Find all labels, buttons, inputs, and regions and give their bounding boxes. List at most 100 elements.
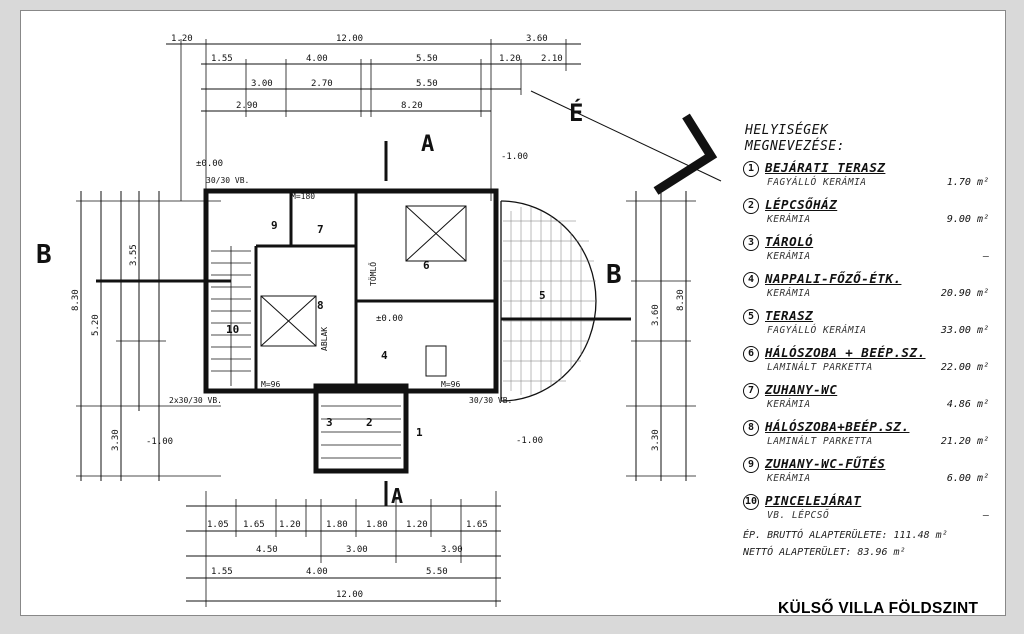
dimension-label: 2.70: [311, 79, 333, 89]
exterior-wall: [203, 188, 499, 394]
area-totals: ÉP. BRUTTÓ ALAPTERÜLETE: 111.48 m² NETTÓ…: [743, 527, 948, 561]
dimension-label: 2.10: [541, 54, 563, 64]
level-marker: -1.00: [516, 436, 543, 446]
room-area: 20.90 m²: [940, 288, 989, 299]
dimension-label: 1.80: [366, 520, 388, 530]
room-tag: 3: [326, 416, 333, 429]
room-tag: 7: [317, 223, 324, 236]
room-area: 33.00 m²: [940, 325, 989, 336]
section-letter: A: [391, 484, 403, 508]
room-tag: 6: [423, 259, 430, 272]
floor-label: TÖMLŐ: [368, 262, 378, 286]
room-number: 1: [743, 161, 759, 177]
legend-row: 4 NAPPALI-FŐZŐ-ÉTK. KERÁMIA 20.90 m²: [743, 271, 1003, 309]
room-tag: 4: [381, 349, 388, 362]
dimension-label: 8.20: [401, 101, 423, 111]
dimension-label: 1.05: [207, 520, 229, 530]
legend-row: 1 BEJÁRATI TERASZ FAGYÁLLÓ KERÁMIA 1.70 m²: [743, 160, 1003, 198]
floor-plan-drawing: [76, 39, 722, 607]
room-area: 21.20 m²: [940, 436, 989, 447]
column-label: 2x30/30 VB.: [169, 396, 222, 405]
room-name: LÉPCSŐHÁZ: [765, 197, 838, 212]
dimension-label: 8.30: [71, 289, 81, 311]
legend-row: 2 LÉPCSŐHÁZ KERÁMIA 9.00 m²: [743, 197, 1003, 235]
room-number: 10: [743, 494, 759, 510]
dimension-label: 1.80: [326, 520, 348, 530]
dimension-label: 1.55: [211, 567, 233, 577]
room-area: 1.70 m²: [946, 177, 989, 188]
room-number: 4: [743, 272, 759, 288]
dimension-label: 1.65: [243, 520, 265, 530]
dimension-label: 3.60: [526, 34, 548, 44]
dimension-label: 12.00: [336, 34, 363, 44]
room-material: LAMINÁLT PARKETTA: [767, 436, 873, 447]
room-material: KERÁMIA: [767, 399, 811, 410]
room-name: ZUHANY-WC-FŰTÉS: [765, 456, 886, 471]
dimension-label: 1.65: [466, 520, 488, 530]
dimension-label: 2.90: [236, 101, 258, 111]
level-marker: ±0.00: [196, 159, 223, 169]
legend-title: HELYISÉGEK MEGNEVEZÉSE:: [745, 123, 845, 154]
dimension-label: 4.50: [256, 545, 278, 555]
dimension-label: 1.20: [499, 54, 521, 64]
window-label: ABLAK: [320, 327, 329, 351]
room-material: LAMINÁLT PARKETTA: [767, 362, 873, 373]
room-tag: 2: [366, 416, 373, 429]
door-label: M=96: [441, 380, 460, 389]
level-marker: -1.00: [501, 152, 528, 162]
room-area: —: [982, 510, 989, 521]
stair-tower-wall: [313, 383, 409, 474]
room-tag: 1: [416, 426, 423, 439]
room-material: FAGYÁLLÓ KERÁMIA: [767, 325, 867, 336]
room-number: 2: [743, 198, 759, 214]
dimension-label: 12.00: [336, 590, 363, 600]
room-tag: 8: [317, 299, 324, 312]
section-letter: B: [606, 260, 622, 290]
room-area: 9.00 m²: [946, 214, 989, 225]
room-material: KERÁMIA: [767, 214, 811, 225]
door-label: M=180: [291, 192, 315, 201]
room-name: BEJÁRATI TERASZ: [765, 160, 886, 175]
gross-area: ÉP. BRUTTÓ ALAPTERÜLETE: 111.48 m²: [743, 530, 948, 541]
section-letter: B: [36, 240, 52, 270]
dimension-label: 1.20: [279, 520, 301, 530]
level-marker: -1.00: [146, 437, 173, 447]
dimension-label: 5.50: [426, 567, 448, 577]
north-label: É: [569, 98, 583, 127]
dimension-label: 1.55: [211, 54, 233, 64]
dimension-label: 4.00: [306, 54, 328, 64]
net-area: NETTÓ ALAPTERÜLET: 83.96 m²: [743, 547, 906, 558]
room-name: HÁLÓSZOBA + BEÉP.SZ.: [765, 345, 926, 360]
room-material: KERÁMIA: [767, 288, 811, 299]
room-number: 6: [743, 346, 759, 362]
column-label: 30/30 VB.: [206, 176, 249, 185]
room-material: FAGYÁLLÓ KERÁMIA: [767, 177, 867, 188]
room-name: TÁROLÓ: [765, 234, 814, 249]
room-tag: 5: [539, 289, 546, 302]
drawing-sheet: A A B B É 1.20 12.00 3.60 1.55 4.00 5.50…: [20, 10, 1006, 617]
room-material: KERÁMIA: [767, 473, 811, 484]
legend-row: 5 TERASZ FAGYÁLLÓ KERÁMIA 33.00 m²: [743, 308, 1003, 346]
room-area: 4.86 m²: [946, 399, 989, 410]
room-name: ZUHANY-WC: [765, 382, 838, 397]
section-letter: A: [421, 132, 434, 157]
room-area: 22.00 m²: [940, 362, 989, 373]
dimension-label: 3.00: [346, 545, 368, 555]
room-material: KERÁMIA: [767, 251, 811, 262]
room-name: TERASZ: [765, 308, 814, 323]
room-legend: 1 BEJÁRATI TERASZ FAGYÁLLÓ KERÁMIA 1.70 m² 2…: [743, 160, 1003, 531]
room-number: 5: [743, 309, 759, 325]
room-material: VB. LÉPCSŐ: [767, 510, 830, 521]
annotations-layer: A A B B É 1.20 12.00 3.60 1.55 4.00 5.50…: [36, 34, 686, 600]
room-area: 6.00 m²: [946, 473, 989, 484]
plan-caption: KÜLSŐ VILLA FÖLDSZINT: [778, 600, 979, 617]
dimension-label: 1.20: [406, 520, 428, 530]
column-label: 30/30 VB.: [469, 396, 512, 405]
room-tag: 10: [226, 323, 239, 336]
room-area: —: [982, 251, 989, 262]
room-name: NAPPALI-FŐZŐ-ÉTK.: [765, 271, 902, 286]
